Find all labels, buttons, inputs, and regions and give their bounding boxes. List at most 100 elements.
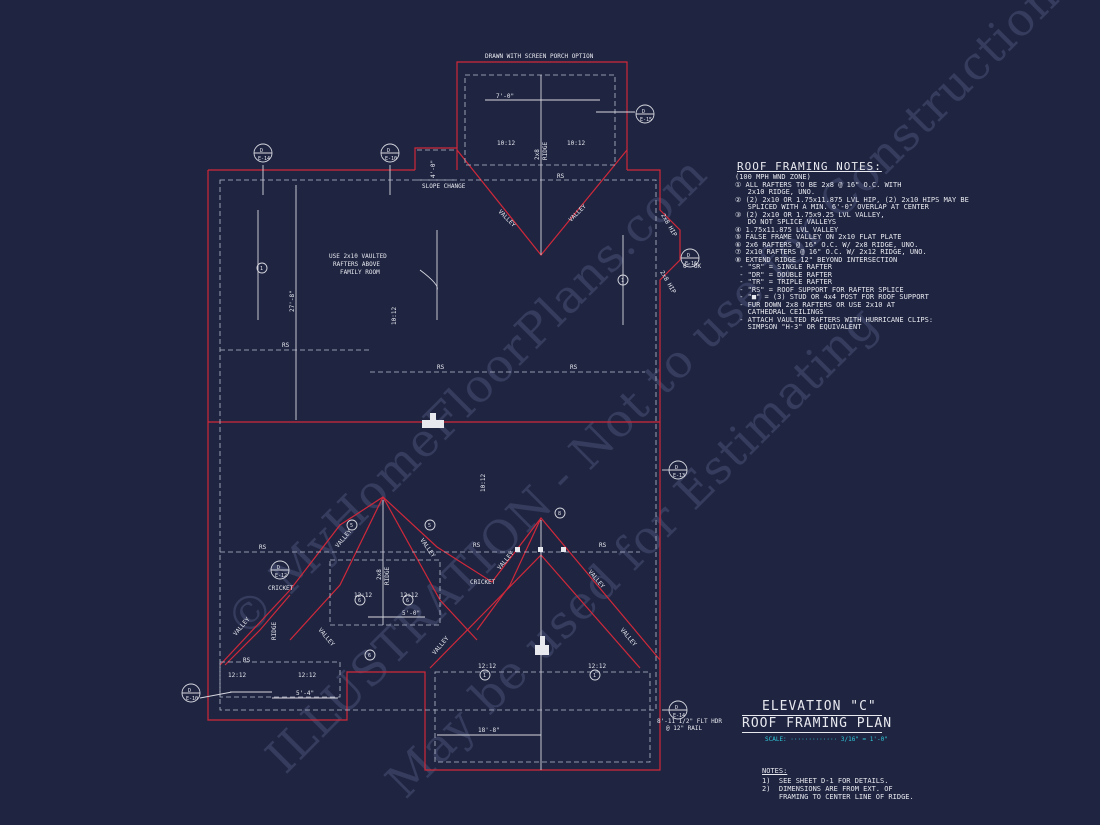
pitch-lower-left: 12:12 (354, 592, 372, 599)
porch-ridge-label: RIDGE (542, 142, 549, 160)
callout-letter-4: D (687, 253, 690, 259)
ok-label: 6" OK (683, 263, 701, 270)
rs-lower-right: RS (599, 542, 607, 549)
valley-bottom-left: VALLEY (431, 635, 451, 656)
vaulted-note-3: FAMILY ROOM (340, 269, 380, 276)
callout-letter-5: D (675, 465, 678, 471)
note-line: - "RS" = ROOF SUPPORT FOR RAFTER SPLICE (735, 285, 904, 294)
circle-num-7: 1 (593, 673, 596, 679)
circle-num-9: 6 (406, 598, 409, 604)
note-line: - FUR DOWN 2x8 RAFTERS OR USE 2x10 AT (735, 300, 896, 309)
circle-num-3: 5 (350, 523, 353, 529)
lower-ridge-label: RIDGE (384, 567, 391, 585)
note-line: ⑥ 2x6 RAFTERS @ 16" O.C. W/ 2x8 RIDGE, U… (735, 240, 919, 249)
note-line: - "SR" = SINGLE RAFTER (735, 263, 832, 271)
callout-sheet-3: E-15 (640, 117, 652, 123)
pitch-far-left: 12:12 (228, 672, 246, 679)
porch-option-note: DRAWN WITH SCREEN PORCH OPTION (485, 53, 594, 60)
cricket-right: CRICKET (470, 579, 496, 586)
callout-letter-6: D (277, 565, 280, 571)
callout-sheet-4: E-16 (685, 261, 697, 267)
rs-left: RS (282, 342, 290, 349)
pitch-vaulted: 10:12 (391, 307, 398, 325)
bottom-notes-title: NOTES: (762, 767, 788, 775)
note-line: ⑤ FALSE FRAME VALLEY ON 2x10 FLAT PLATE (735, 233, 902, 241)
dim-porch: 7'-0" (496, 93, 514, 100)
note-line: - "■" = (3) STUD OR 4x4 POST FOR ROOF SU… (735, 293, 929, 301)
valley-porch-right: VALLEY (567, 203, 588, 224)
plan-title: ROOF FRAMING PLAN (742, 716, 893, 731)
callout-sheet-8: E-14 (673, 713, 685, 719)
roof-notes-list: (100 MPH WND ZONE) ① ALL RAFTERS TO BE 2… (735, 173, 969, 332)
vaulted-note-2: RAFTERS ABOVE (333, 261, 380, 268)
rs-bottom-left: RS (243, 657, 251, 664)
pitch-porch-left: 10:12 (497, 140, 515, 147)
dim-left: 5'-4" (296, 690, 314, 697)
flt-hdr-2: @ 12" RAIL (666, 725, 703, 732)
callout-letter-3: D (642, 109, 645, 115)
note-line: ④ 1.75x11.875 LVL VALLEY (735, 225, 839, 234)
note-line: CATHEDRAL CEILINGS (735, 308, 824, 316)
note-line: ③ (2) 2x10 OR 1.75x9.25 LVL VALLEY, (735, 210, 885, 219)
dim-bottom: 18'-8" (478, 727, 500, 734)
pitch-bottom-left: 12:12 (478, 663, 496, 670)
pitch-center: 10:12 (480, 474, 487, 492)
rs-lower-left: RS (259, 544, 267, 551)
rs-center: RS (437, 364, 445, 371)
bottom-note-1: 1) SEE SHEET D-1 FOR DETAILS. (762, 777, 889, 785)
elevation-title: ELEVATION "C" (762, 699, 877, 714)
dim-main: 27'-8" (289, 290, 296, 312)
scale-label: SCALE: ············· 3/16" = 1'-0" (765, 736, 888, 743)
rs-lower-mid: RS (473, 542, 481, 549)
note-line: DO NOT SPLICE VALLEYS (735, 218, 837, 226)
note-line: - "TR" = TRIPLE RAFTER (735, 278, 832, 286)
circle-num-5: 8 (558, 511, 561, 517)
flt-hdr-1: 8'-11 1/2" FLT HDR (657, 718, 722, 725)
slope-change-label: SLOPE CHANGE (422, 183, 466, 190)
circle-num-10: 6 (368, 653, 371, 659)
note-line: - "DR" = DOUBLE RAFTER (735, 270, 832, 279)
dim-small: 4'-0" (430, 160, 437, 178)
callout-sheet-5: E-13 (673, 473, 685, 479)
note-line: ② (2) 2x10 OR 1.75x11.875 LVL HIP, (2) 2… (735, 195, 969, 204)
callout-letter-2: D (387, 148, 390, 154)
note-line: SPLICED WITH A MIN. 6'-0" OVERLAP AT CEN… (735, 203, 929, 211)
note-line: ⑦ 2x10 RAFTERS @ 16" O.C. W/ 2x12 RIDGE,… (735, 248, 927, 256)
lower-ridge-size: 2x8 (376, 569, 383, 580)
small-ridge-label: RIDGE (271, 622, 278, 640)
circle-num-8: 6 (358, 598, 361, 604)
valley-left-2: VALLEY (316, 627, 336, 648)
valley-lower-2: VALLEY (418, 537, 436, 559)
circle-num-1: 1 (260, 266, 263, 272)
porch-ridge-size: 2x8 (534, 149, 541, 160)
valley-lower-1: VALLEY (334, 528, 354, 549)
note-line: ⑧ EXTEND RIDGE 12" BEYOND INTERSECTION (735, 255, 898, 264)
callout-letter-8: D (675, 705, 678, 711)
vaulted-note-1: USE 2x10 VAULTED (329, 253, 387, 260)
note-line: - ATTACH VAULTED RAFTERS WITH HURRICANE … (735, 315, 934, 324)
cricket-left: CRICKET (268, 585, 294, 592)
pitch-lower-right: 12:12 (400, 592, 418, 599)
callout-sheet-1: E-14 (258, 156, 270, 162)
title-rule (742, 715, 882, 716)
callout-letter-1: D (260, 148, 263, 154)
circle-num-2: 1 (621, 278, 624, 284)
dim-mid: 5'-0" (402, 610, 420, 617)
rs-porch: RS (557, 173, 565, 180)
pitch-far-left-2: 12:12 (298, 672, 316, 679)
bottom-note-3: FRAMING TO CENTER LINE OF RIDGE. (762, 793, 914, 801)
valley-lower-4: VALLEY (586, 569, 606, 590)
callout-letter-7: D (188, 688, 191, 694)
title-rule-2 (742, 732, 882, 733)
bottom-note-2: 2) DIMENSIONS ARE FROM EXT. OF (762, 785, 893, 793)
circle-num-6: 1 (483, 673, 486, 679)
callout-sheet-2: E-10 (385, 156, 397, 162)
pitch-porch-right: 10:12 (567, 140, 585, 147)
note-line: SIMPSON "H-3" OR EQUIVALENT (735, 323, 862, 331)
note-line: (100 MPH WND ZONE) (735, 173, 811, 181)
callout-sheet-6: E-12 (275, 573, 287, 579)
rs-right: RS (570, 364, 578, 371)
valley-lower-3: VALLEY (496, 550, 516, 571)
callout-sheet-7: E-10 (186, 696, 198, 702)
